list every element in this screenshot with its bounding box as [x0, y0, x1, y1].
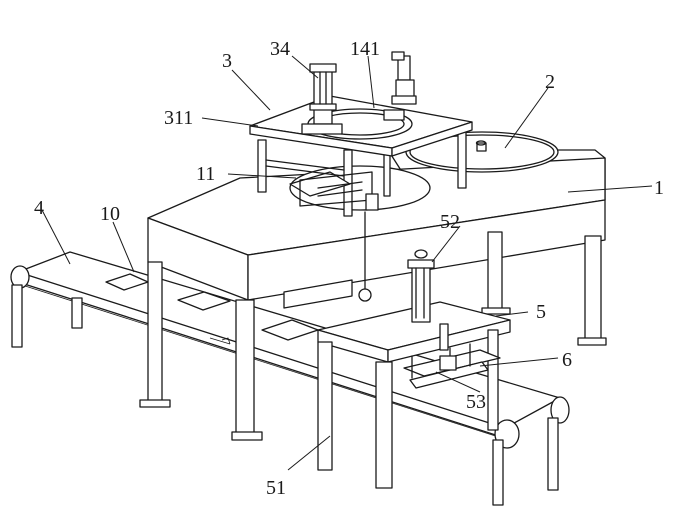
label-11: 11 — [196, 163, 215, 185]
label-51: 51 — [266, 477, 286, 499]
label-4: 4 — [34, 197, 44, 219]
label-6: 6 — [562, 349, 572, 371]
secondary-station — [317, 249, 511, 489]
press-platform — [249, 95, 473, 217]
label-3: 3 — [222, 50, 232, 72]
turntable-disc — [405, 131, 559, 173]
label-10: 10 — [100, 203, 120, 225]
label-52: 52 — [440, 211, 460, 233]
label-311: 311 — [164, 107, 193, 129]
reference-labels: 3 34 141 2 311 11 1 4 10 52 5 6 53 51 — [34, 38, 664, 499]
label-141: 141 — [350, 38, 380, 60]
leader-lines — [41, 55, 653, 471]
pipe-fitting — [383, 51, 417, 121]
label-34: 34 — [270, 38, 290, 60]
label-2: 2 — [545, 71, 555, 93]
label-5: 5 — [536, 301, 546, 323]
label-1: 1 — [654, 177, 664, 199]
lift-cylinder — [301, 63, 343, 135]
label-53: 53 — [466, 391, 486, 413]
